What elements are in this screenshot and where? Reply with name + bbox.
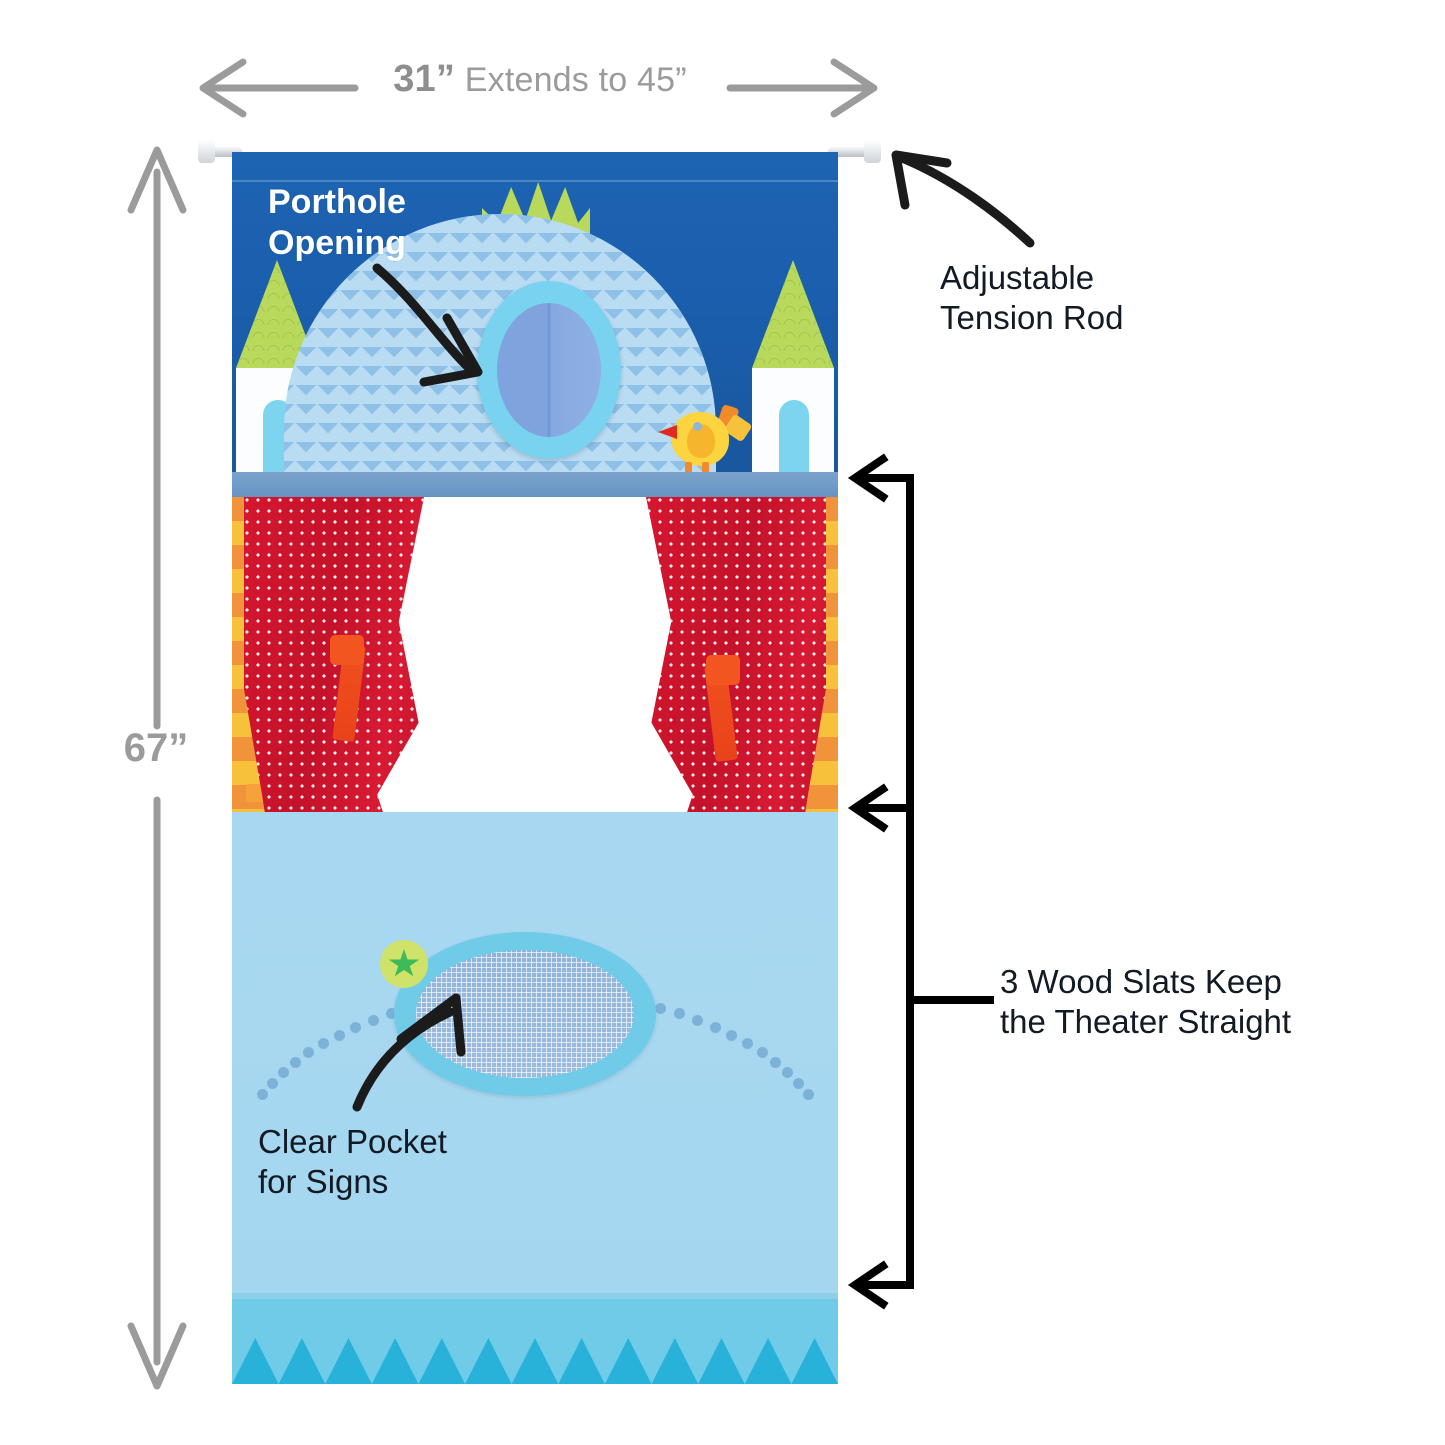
clear-pocket[interactable]	[394, 932, 656, 1096]
bottom-hem	[232, 1299, 838, 1384]
decorative-dot	[793, 1078, 805, 1090]
decorative-dot	[756, 1047, 768, 1059]
callout-wood-slats: 3 Wood Slats Keep the Theater Straight	[1000, 962, 1400, 1043]
curtain-tieback-knot-right	[706, 655, 740, 685]
decorative-dot	[257, 1089, 269, 1101]
castle-scene	[232, 152, 838, 472]
zigzag-tooth	[465, 1338, 512, 1384]
tension-rod-cap-left	[198, 140, 215, 163]
decorative-dot	[266, 1078, 278, 1090]
stage-opening-section	[232, 497, 838, 812]
bird-leg	[685, 462, 692, 472]
decorative-dot	[802, 1089, 814, 1101]
tension-rod-cap-right	[864, 140, 881, 163]
zigzag-tooth	[558, 1338, 605, 1384]
zigzag-tooth	[418, 1338, 466, 1384]
decorative-dot	[333, 1029, 345, 1041]
tension-rod-left	[200, 146, 242, 157]
callout-clear-pocket: Clear Pocket for Signs	[258, 1122, 558, 1203]
zigzag-tooth	[325, 1338, 372, 1384]
star-badge-icon	[380, 940, 428, 988]
zigzag-trim	[232, 1338, 838, 1384]
zigzag-tooth	[232, 1338, 279, 1384]
decorative-dot	[350, 1021, 362, 1033]
bird-icon	[657, 402, 753, 472]
bird-beak	[658, 425, 677, 439]
callout-line-2: the Theater Straight	[1000, 1003, 1292, 1041]
decorative-dot	[770, 1057, 782, 1069]
decorative-dot	[782, 1067, 794, 1079]
width-dimension-label: 31” Extends to 45”	[393, 58, 687, 100]
callout-line-1: Porthole	[268, 183, 406, 221]
decorative-dot	[673, 1008, 685, 1020]
decorative-dot	[692, 1014, 704, 1026]
callout-line-2: for Signs	[258, 1163, 389, 1201]
stage-header-band	[232, 472, 838, 497]
callout-line-1: Adjustable	[940, 259, 1095, 296]
decorative-dot	[742, 1038, 754, 1050]
decorative-dot	[317, 1038, 329, 1050]
decorative-dot	[654, 1002, 666, 1014]
pocket-mesh-window	[416, 950, 634, 1078]
bird-eye	[693, 422, 702, 431]
curtain-tieback-knot-left	[330, 635, 364, 665]
decorative-dot	[303, 1047, 315, 1059]
tension-rod-right	[828, 146, 880, 157]
callout-line-2: Tension Rod	[940, 299, 1124, 337]
callout-adjustable-tension-rod: Adjustable Tension Rod	[940, 258, 1240, 339]
zigzag-tooth	[278, 1338, 326, 1384]
tower-roof	[752, 260, 834, 368]
height-dimension-label: 67”	[123, 726, 189, 770]
decorative-dot	[709, 1021, 721, 1033]
zigzag-tooth	[744, 1338, 792, 1384]
zigzag-tooth	[651, 1338, 699, 1384]
zigzag-tooth	[371, 1338, 419, 1384]
decorative-dot	[726, 1029, 738, 1041]
decorative-dot	[367, 1014, 379, 1026]
porthole-opening[interactable]	[477, 281, 621, 459]
fabric-seam	[232, 180, 838, 182]
tower-window	[779, 400, 809, 472]
zigzag-tooth	[698, 1338, 745, 1384]
callout-line-1: 3 Wood Slats Keep	[1000, 963, 1282, 1000]
zigzag-tooth	[511, 1338, 559, 1384]
callout-line-2: Opening	[268, 223, 406, 262]
hem-seam	[232, 1293, 838, 1299]
bird-wing	[687, 424, 715, 458]
porthole-flap	[497, 303, 601, 437]
decorative-dot	[277, 1067, 289, 1079]
decorative-dot	[289, 1057, 301, 1069]
curtain-right[interactable]	[646, 497, 826, 812]
zigzag-tooth	[604, 1338, 652, 1384]
callout-line-1: Clear Pocket	[258, 1123, 447, 1160]
callout-porthole-opening: Porthole Opening	[268, 182, 568, 264]
bird-leg	[702, 462, 709, 472]
zigzag-tooth	[791, 1338, 838, 1384]
